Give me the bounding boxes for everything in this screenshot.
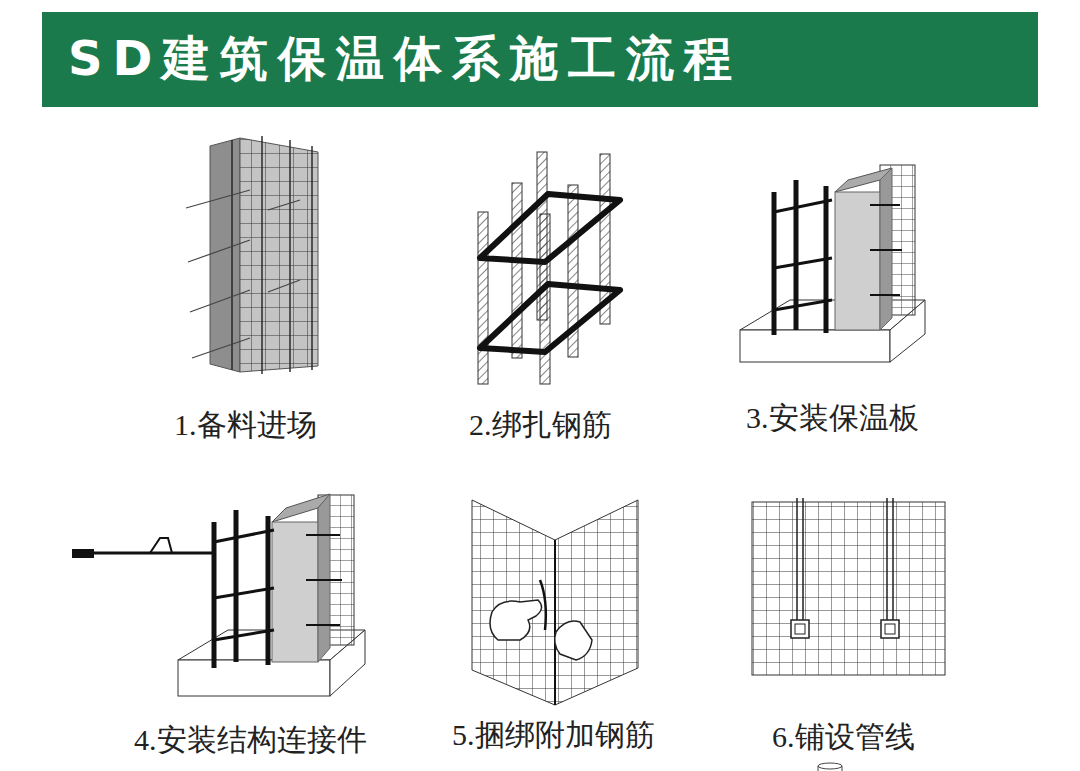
- step-caption: 1.备料进场: [174, 407, 317, 443]
- conduit-mesh: [752, 498, 945, 771]
- insulation-panel: [186, 136, 318, 374]
- rebar-cage: [478, 152, 620, 384]
- step-caption: 2.绑扎钢筋: [469, 407, 612, 443]
- step-caption: 3.安装保温板: [746, 400, 919, 436]
- step-caption: 4.安装结构连接件: [134, 722, 367, 758]
- step-caption: 6.铺设管线: [772, 719, 915, 755]
- connector-install: [72, 494, 365, 696]
- step-caption: 5.捆绑附加钢筋: [452, 717, 655, 753]
- title: SD建筑保温体系施工流程: [68, 27, 742, 91]
- corner-mesh: [472, 500, 638, 705]
- insulation-board-install: [740, 165, 925, 362]
